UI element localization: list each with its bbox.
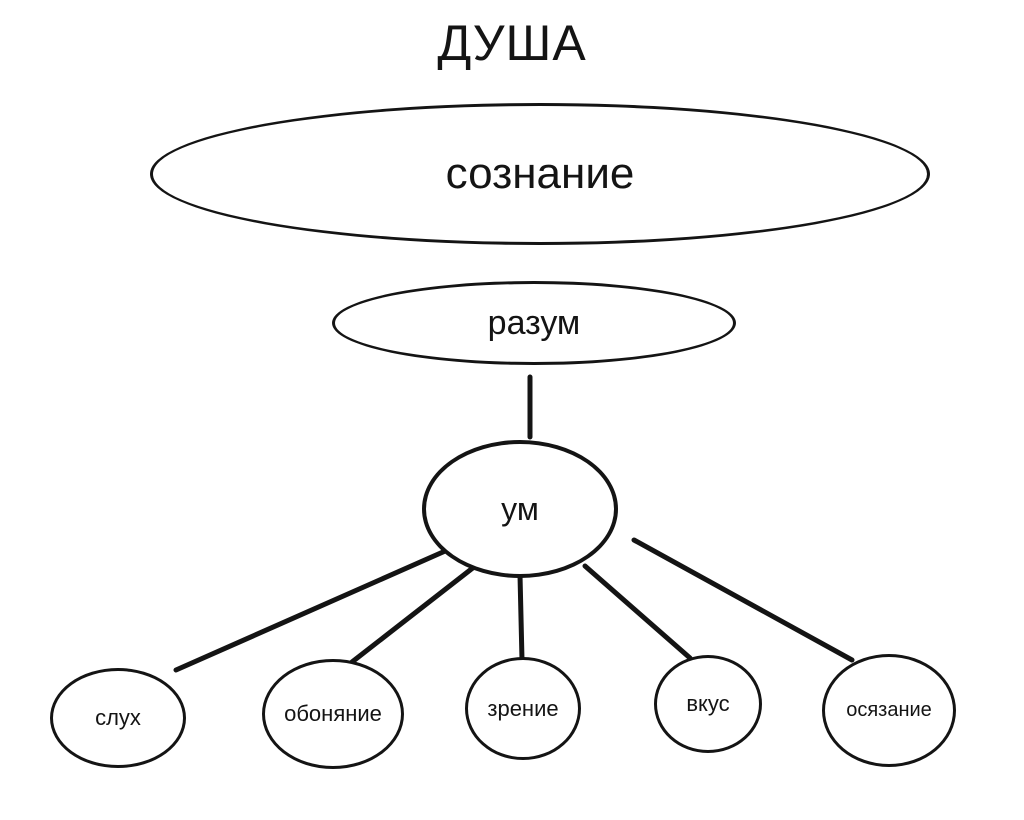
node-sight-label: зрение: [487, 695, 559, 721]
node-touch: осязание: [822, 654, 956, 767]
node-touch-label: осязание: [846, 699, 932, 721]
node-smell: обоняние: [262, 659, 404, 769]
node-consciousness: сознание: [150, 103, 930, 245]
connector-mind-smell: [349, 564, 477, 665]
connector-mind-sight: [517, 572, 525, 663]
node-hearing-label: слух: [95, 705, 141, 730]
node-mind-label: ум: [501, 490, 539, 527]
node-reason: разум: [332, 281, 736, 365]
diagram-title: ДУША: [437, 15, 587, 71]
node-taste-label: вкус: [686, 691, 730, 716]
node-mind: ум: [422, 440, 618, 578]
node-taste: вкус: [654, 655, 762, 753]
connector-mind-touch: [631, 537, 855, 663]
connector-mind-taste: [582, 563, 693, 661]
node-smell-label: обоняние: [284, 701, 382, 726]
node-hearing: слух: [50, 668, 186, 768]
connector-mind-hearing: [173, 545, 455, 673]
node-sight: зрение: [465, 657, 581, 760]
node-consciousness-label: сознание: [445, 149, 635, 198]
node-reason-label: разум: [487, 303, 581, 342]
